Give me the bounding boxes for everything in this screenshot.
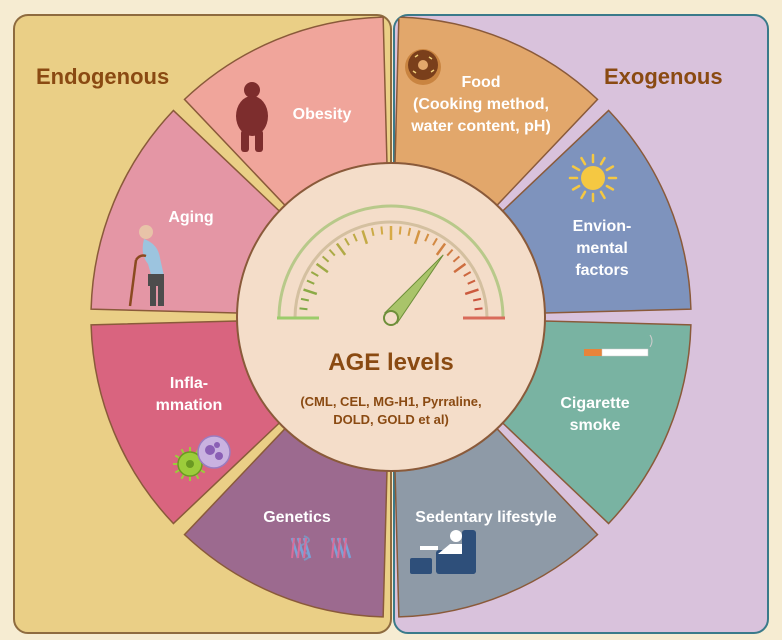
gauge-tick [361, 230, 369, 245]
gauge-tick [328, 248, 336, 257]
cell-spike [174, 469, 181, 474]
cell-spike [174, 454, 181, 459]
gauge-tick [335, 242, 347, 256]
gauge-tick [398, 226, 402, 235]
food-label-line-3: water content, pH) [410, 118, 551, 135]
gauge-tick [472, 297, 482, 302]
cell-spike [180, 448, 185, 455]
immune-cells-icon [173, 435, 231, 481]
gauge-inner-arc [293, 220, 489, 319]
gauge-tick [303, 288, 318, 296]
environment-label-line-1: Envion- [573, 218, 632, 235]
gauge-tick [446, 248, 454, 257]
person-on-armchair-icon [410, 530, 476, 574]
environment-label-line-3: factors [575, 262, 628, 279]
gauge-meter-icon [277, 204, 505, 326]
gauge-tick [321, 255, 330, 263]
sun-ray [580, 156, 587, 166]
gauge-tick [413, 230, 421, 245]
gauge-outer-arc [277, 204, 505, 319]
center-subtitle-line-2: DOLD, GOLD et al) [333, 412, 449, 427]
cigarette-label-line-2: smoke [570, 417, 621, 434]
gauge-tick [315, 262, 329, 274]
gauge-hub [383, 310, 399, 326]
center-subtitle-line-1: (CML, CEL, MG-H1, Pyrraline, [300, 394, 481, 409]
endogenous-title: Endogenous [36, 64, 169, 89]
food-label-line-1: Food [461, 74, 500, 91]
sedentary-label: Sedentary lifestyle [415, 509, 557, 526]
gauge-tick [435, 242, 447, 256]
food-label-line-2: (Cooking method, [413, 96, 549, 113]
inflammation-label-line-1: Infla- [170, 375, 208, 392]
exogenous-title: Exogenous [604, 64, 723, 89]
center-title: AGE levels [328, 349, 453, 376]
gauge-tick [370, 227, 375, 237]
cigarette-icon [584, 334, 653, 357]
obesity-label: Obesity [293, 106, 352, 123]
dna-strands-icon [290, 535, 352, 561]
obese-person-icon [236, 82, 268, 152]
donut-icon [405, 49, 441, 85]
gauge-tick [407, 227, 412, 237]
cell-spike [195, 473, 200, 480]
sun-ray [599, 190, 606, 200]
aging-label: Aging [168, 209, 213, 226]
gauge-tick [299, 307, 308, 311]
gauge-tick [300, 297, 310, 302]
inflammation-label-line-2: mmation [156, 397, 223, 414]
cell-spike [180, 473, 185, 480]
gauge-tick [380, 226, 384, 235]
cigarette-label-line-1: Cigarette [560, 395, 629, 412]
gauge-tick [452, 255, 461, 263]
sun-ray [571, 165, 581, 172]
gauge-tick [474, 307, 483, 311]
gauge-tick [463, 271, 472, 277]
sun-icon [568, 153, 618, 203]
sun-ray [605, 184, 615, 191]
cell-spike [199, 469, 206, 474]
gauge-tick [310, 271, 319, 277]
sun-ray [599, 156, 606, 166]
gauge-tick [424, 233, 430, 242]
gauge-tick [464, 288, 479, 296]
gauge-tick [344, 237, 350, 246]
sun-ray [605, 165, 615, 172]
sun-ray [571, 184, 581, 191]
gauge-tick [432, 237, 438, 246]
gauge-tick [306, 279, 315, 285]
genetics-label: Genetics [263, 509, 331, 526]
gauge-tick [453, 262, 467, 274]
gauge-tick [352, 233, 358, 242]
sun-ray [580, 190, 587, 200]
environment-label-line-2: mental [576, 240, 628, 257]
elderly-person-icon [128, 225, 164, 307]
gauge-tick [467, 279, 476, 285]
